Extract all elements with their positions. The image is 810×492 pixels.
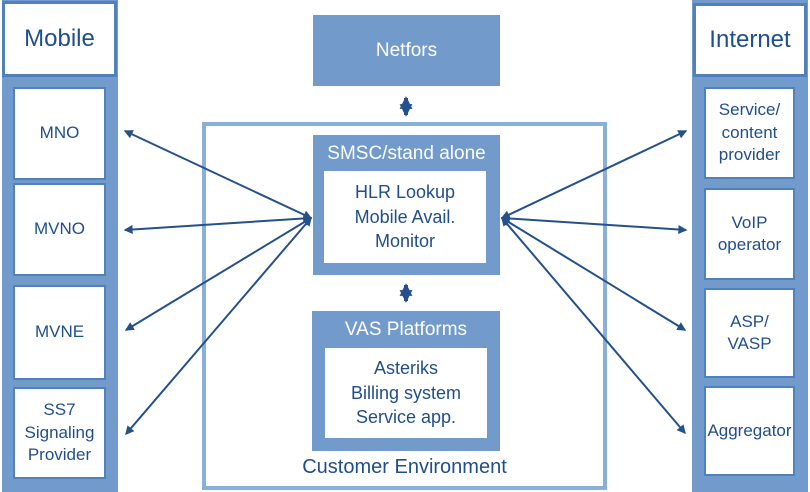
hlr-lookup-box: HLR Lookup Mobile Avail. Monitor xyxy=(324,171,486,263)
smsc-title: SMSC/stand alone xyxy=(327,143,486,164)
box-ss7-signaling-provider: SS7 Signaling Provider xyxy=(13,387,106,479)
vas-title: VAS Platforms xyxy=(344,319,468,340)
hlr-lookup-line: HLR Lookup xyxy=(354,181,456,202)
vas-platforms-box: VAS Platforms Asteriks Billing system Se… xyxy=(312,311,500,451)
box-mvno: MVNO xyxy=(13,183,106,276)
box-mvne: MVNE xyxy=(13,285,106,380)
smsc-stand-alone-box: SMSC/stand alone HLR Lookup Mobile Avail… xyxy=(313,135,500,275)
box-asp-vasp: ASP/ VASP xyxy=(704,288,795,378)
service-app-line: Service app. xyxy=(355,407,457,428)
internet-column-title: Internet xyxy=(709,26,791,53)
mobile-column-header: Mobile xyxy=(2,1,117,77)
box-aggregator: Aggregator xyxy=(704,386,795,476)
box-netfors: Netfors xyxy=(313,15,500,86)
box-mno: MNO xyxy=(13,87,106,180)
mobile-column-title: Mobile xyxy=(24,25,95,52)
mobile-avail-monitor-line: Mobile Avail. Monitor xyxy=(354,206,456,252)
box-voip-operator: VoIP operator xyxy=(704,188,795,280)
billing-system-line: Billing system xyxy=(350,382,462,403)
box-service-content-provider: Service/ content provider xyxy=(704,87,795,179)
internet-column-header: Internet xyxy=(693,3,807,77)
asteriks-line: Asteriks xyxy=(373,357,438,378)
customer-environment-label: Customer Environment xyxy=(302,456,507,478)
vas-services-box: Asteriks Billing system Service app. xyxy=(325,348,487,438)
